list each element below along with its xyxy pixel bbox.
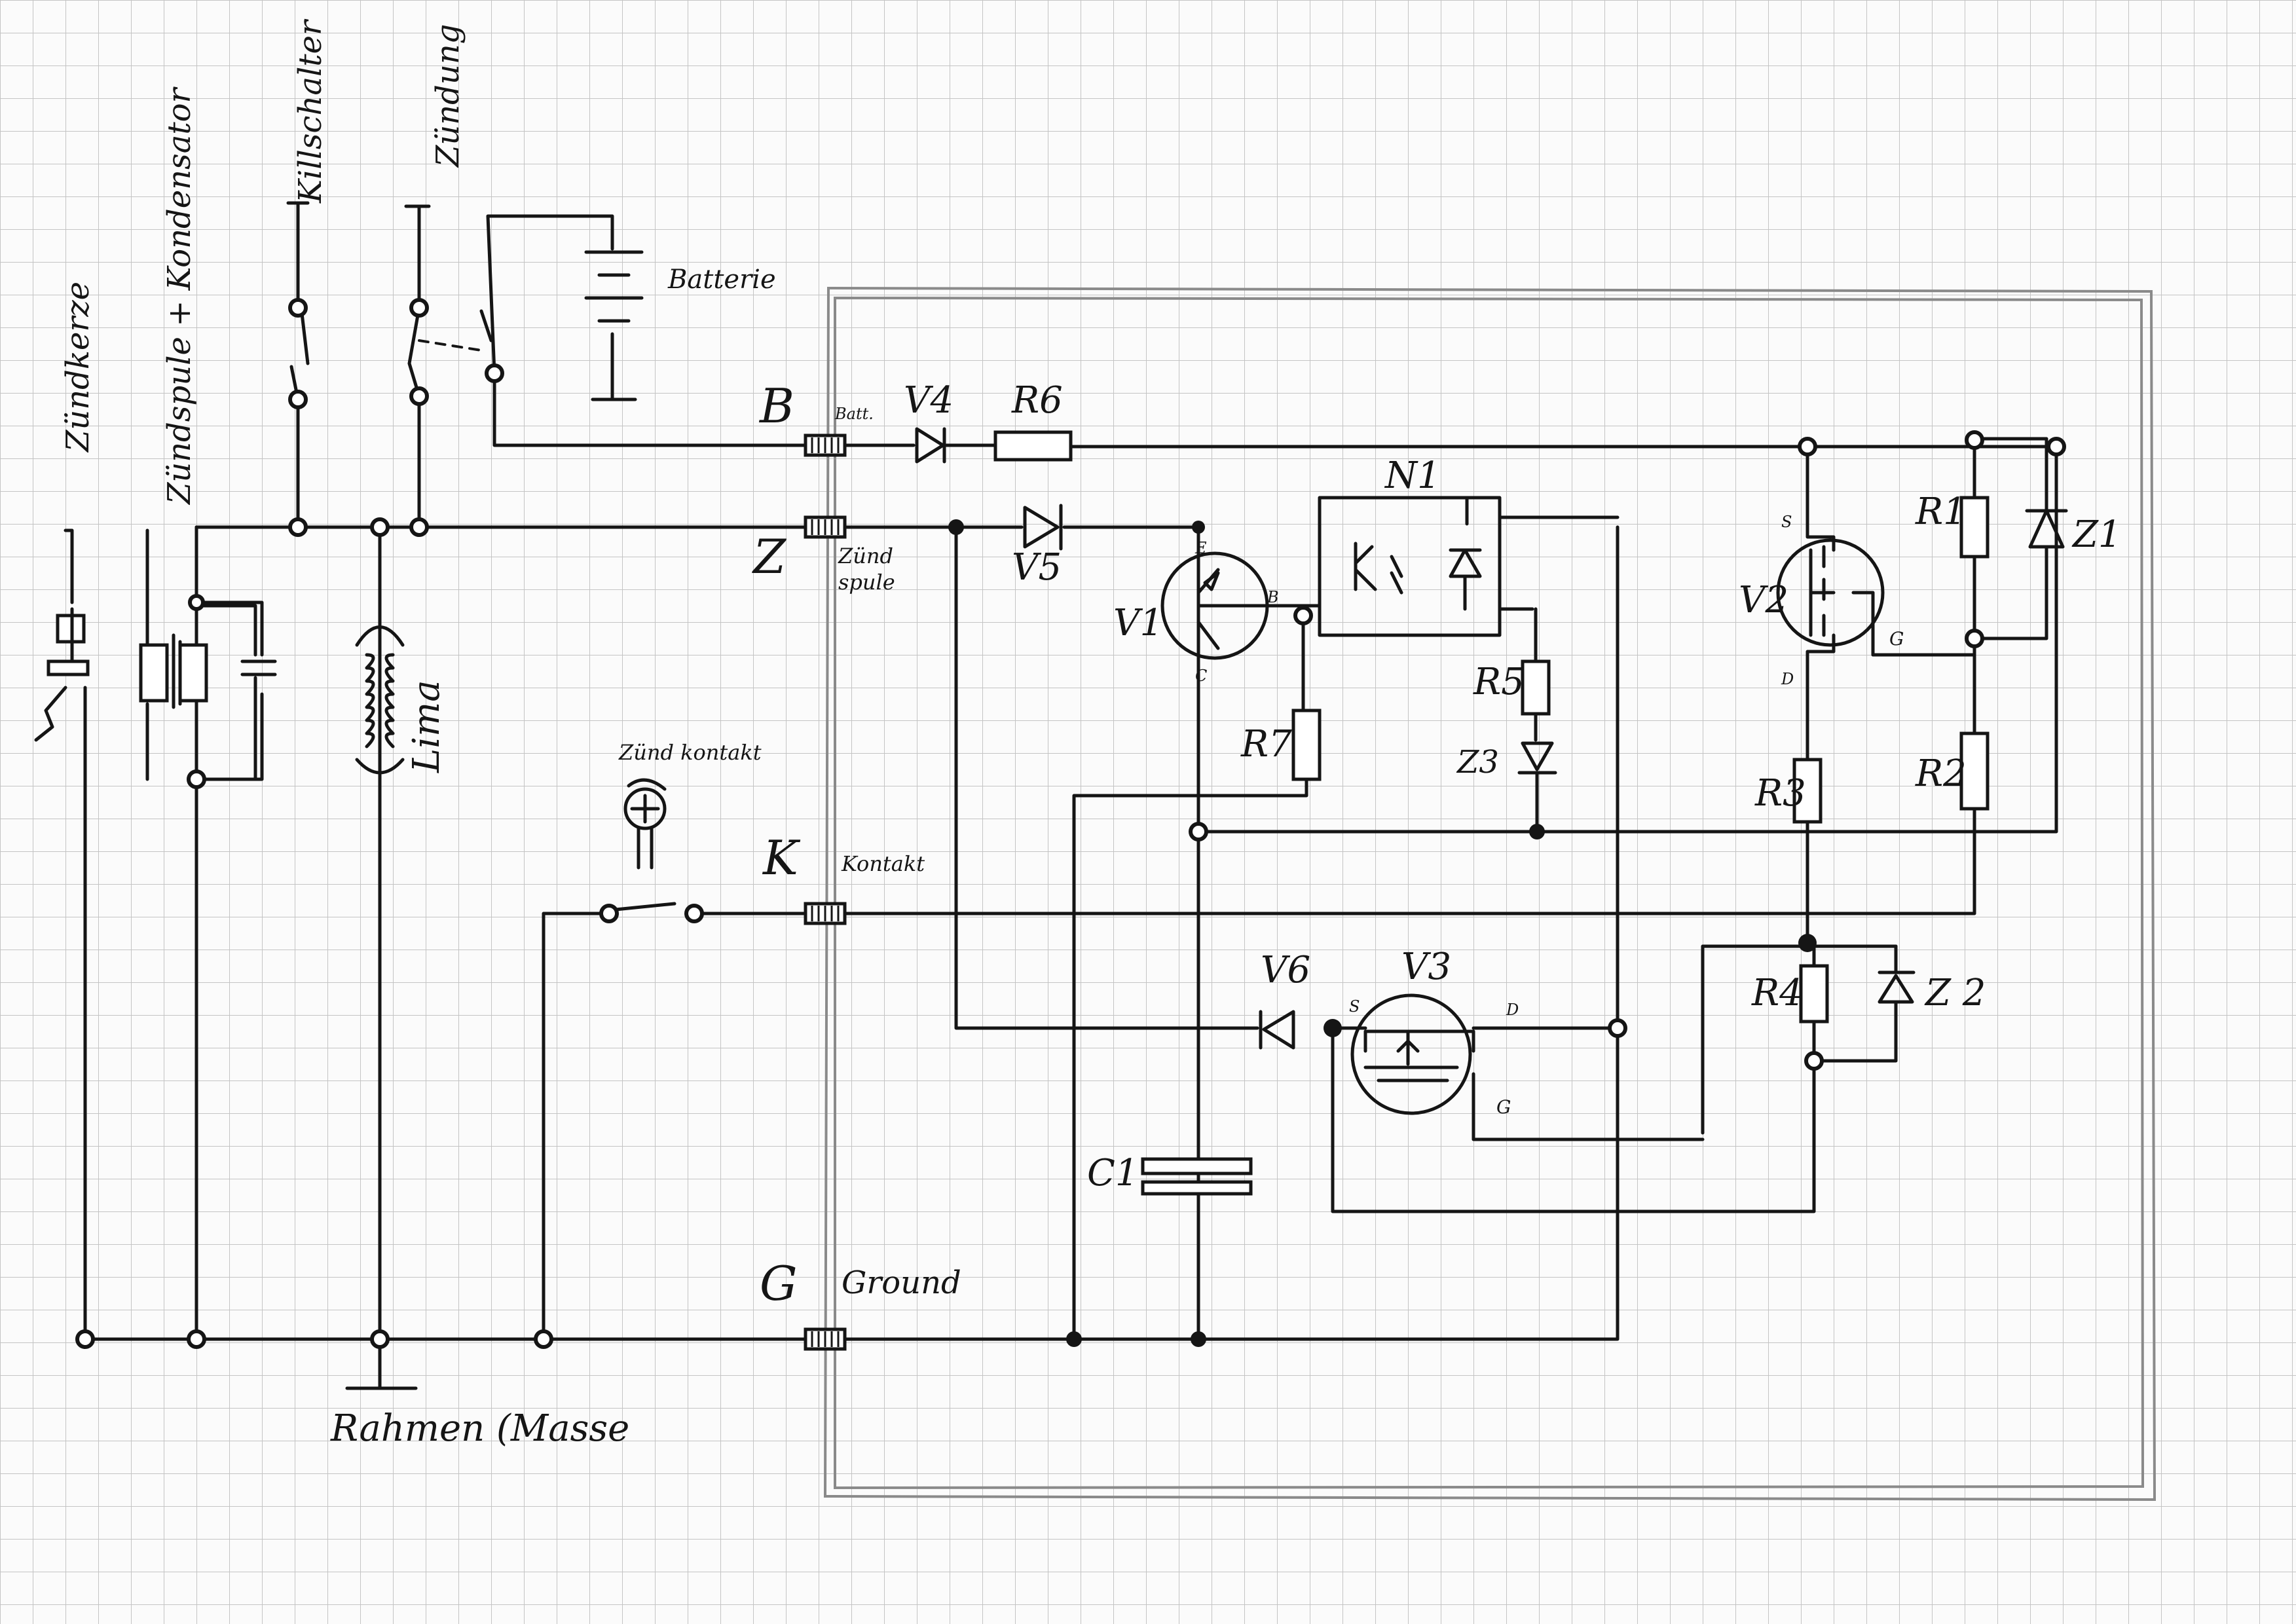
battery-symbol: [584, 250, 644, 401]
diode-v4: [915, 427, 946, 464]
label-v3: V3: [1401, 946, 1451, 988]
label-c1: C1: [1087, 1152, 1138, 1194]
wire-k-line: [542, 912, 604, 1341]
label-z1: Z1: [2071, 513, 2122, 556]
wire-b-bus: [492, 371, 811, 447]
label-v2-s: S: [1781, 513, 1792, 531]
label-z3: Z3: [1456, 744, 1499, 781]
label-v3-s: S: [1349, 997, 1360, 1016]
wire-killschalter: [286, 201, 310, 529]
diode-v5: [1023, 504, 1063, 551]
label-zuendung: Zündung: [430, 24, 466, 168]
resistor-r2: [1959, 731, 1990, 811]
label-n1: N1: [1384, 454, 1441, 497]
terminal-z-connector: [804, 515, 847, 539]
terminal-b-connector: [804, 434, 847, 457]
label-terminal-z-sub1: Zünd: [838, 544, 893, 568]
capacitor-c1: [1141, 1157, 1253, 1196]
label-r4: R4: [1751, 972, 1803, 1014]
resistor-r4: [1799, 964, 1829, 1024]
label-terminal-z: Z: [752, 529, 787, 584]
label-v6: V6: [1261, 949, 1310, 991]
contact-breaker-symbol: [607, 778, 676, 912]
label-killschalter: Killschalter: [292, 18, 329, 204]
label-v3-g: G: [1496, 1096, 1511, 1118]
label-v2-d: D: [1781, 670, 1794, 688]
label-zuendkerze: Zündkerze: [60, 282, 96, 453]
label-r6: R6: [1011, 379, 1063, 422]
label-terminal-k: K: [762, 830, 801, 885]
optocoupler-n1: [1301, 496, 1620, 637]
wire-ground-internal: [843, 525, 1620, 1341]
lima-generator-symbol: [355, 625, 405, 775]
label-v2-g: G: [1889, 628, 1904, 650]
label-v4: V4: [904, 379, 954, 422]
transistor-v1: [1160, 551, 1305, 660]
mosfet-v2: [1776, 445, 1976, 762]
label-r5: R5: [1473, 661, 1525, 703]
terminal-g-connector: [804, 1327, 847, 1351]
label-terminal-b-sub: Batt.: [834, 405, 874, 423]
label-r1: R1: [1915, 490, 1967, 533]
label-terminal-g: G: [760, 1256, 798, 1311]
label-z2: Z 2: [1924, 972, 1986, 1014]
wire-zuendung: [404, 204, 431, 529]
label-terminal-b: B: [758, 378, 794, 434]
label-terminal-z-sub2: spule: [838, 570, 895, 595]
label-r7: R7: [1240, 723, 1292, 766]
label-r2: R2: [1915, 752, 1967, 795]
spark-plug-symbol: [34, 607, 90, 742]
resistor-r5: [1521, 659, 1551, 716]
resistor-r6: [993, 430, 1073, 462]
label-v1-e: E: [1194, 539, 1207, 557]
label-zuendkontakt: Zünd kontakt: [618, 740, 762, 765]
label-rahmen-masse: Rahmen (Masse: [330, 1407, 629, 1450]
label-batterie: Batterie: [667, 265, 776, 295]
wire-spark-plug: [64, 528, 87, 1341]
label-terminal-g-sub: Ground: [842, 1264, 961, 1301]
label-v3-d: D: [1506, 1001, 1519, 1019]
terminal-k-connector: [804, 902, 847, 925]
wire-k-to-r2: [843, 807, 1976, 915]
junction-dots: [75, 298, 2066, 1349]
label-r3: R3: [1754, 772, 1806, 815]
ignition-coil-symbol: [139, 528, 277, 781]
resistor-r7: [1291, 709, 1322, 781]
label-lima: Lima: [405, 680, 448, 773]
mosfet-v3: [1350, 993, 1475, 1115]
diode-v6: [1259, 1010, 1295, 1050]
label-zuendspule-kondensator: Zündspule + Kondensator: [161, 86, 198, 506]
label-v5: V5: [1012, 546, 1062, 589]
label-terminal-k-sub: Kontakt: [841, 851, 925, 876]
label-v1-c: C: [1195, 667, 1207, 685]
label-v1-b: B: [1267, 588, 1279, 606]
control-module-outline: [823, 286, 2157, 1502]
label-v1: V1: [1113, 602, 1163, 644]
label-v2: V2: [1739, 579, 1788, 621]
